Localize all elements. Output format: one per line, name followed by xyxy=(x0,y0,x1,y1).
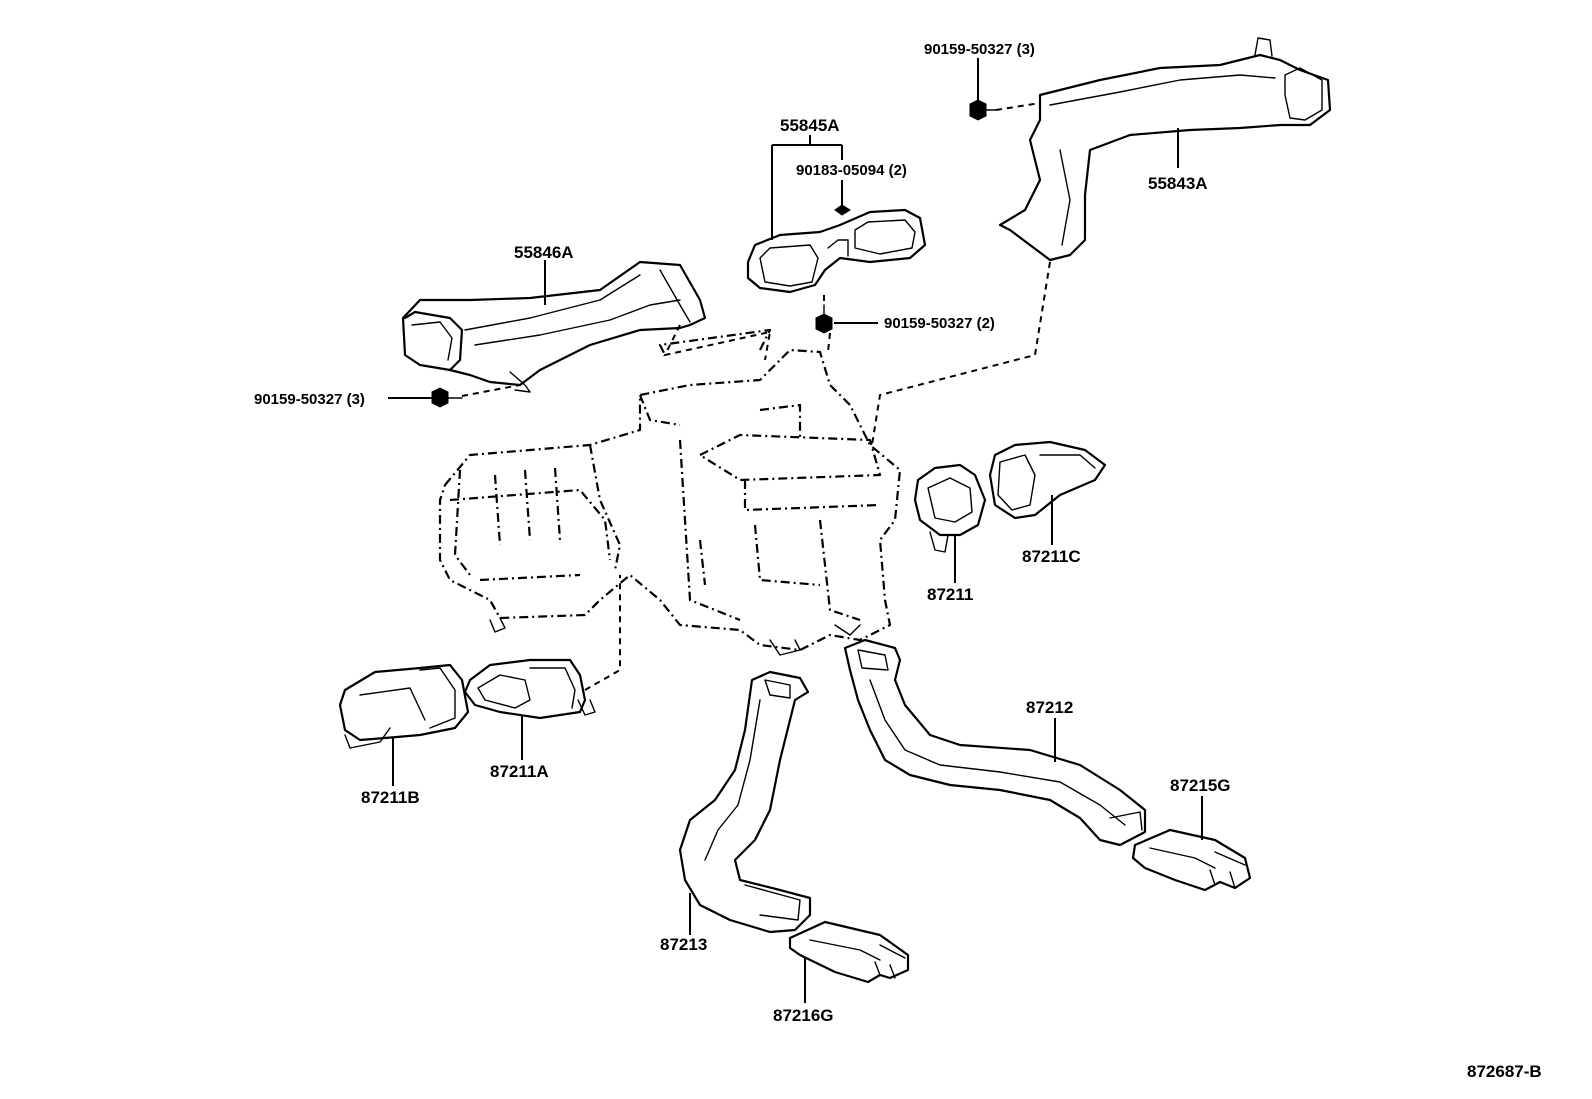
label-90159-50327-top: 90159-50327 (3) xyxy=(924,41,1035,58)
duct-87211A xyxy=(463,658,596,720)
duct-87211C xyxy=(988,440,1107,520)
label-87211C: 87211C xyxy=(1022,547,1081,566)
label-55843A: 55843A xyxy=(1148,174,1208,193)
assembly-lines xyxy=(461,102,1051,691)
diagram-id: 872687-B xyxy=(1467,1062,1542,1081)
register-87215G xyxy=(1131,828,1252,892)
label-87216G: 87216G xyxy=(773,1006,834,1025)
label-87211B: 87211B xyxy=(361,788,420,807)
label-87213: 87213 xyxy=(660,935,707,954)
leader-lines xyxy=(388,58,1203,1003)
duct-55843A xyxy=(998,37,1332,262)
vent-55845A xyxy=(746,204,927,294)
duct-87211 xyxy=(913,463,987,553)
label-87215G: 87215G xyxy=(1170,776,1231,795)
duct-87211B xyxy=(338,663,470,749)
label-87211A: 87211A xyxy=(490,762,549,781)
duct-87212 xyxy=(843,638,1147,847)
label-55846A: 55846A xyxy=(514,243,574,262)
label-90159-50327-left: 90159-50327 (3) xyxy=(254,391,365,408)
label-90159-50327-mid: 90159-50327 (2) xyxy=(884,315,995,332)
register-87216G xyxy=(788,920,910,984)
bolt-90159-top xyxy=(969,99,997,121)
bolt-90159-left xyxy=(431,387,463,408)
part-labels: 55845A 90183-05094 (2) 90159-50327 (3) 5… xyxy=(254,41,1542,1081)
label-87211: 87211 xyxy=(927,585,973,604)
duct-55846A xyxy=(401,260,707,393)
bolt-90159-mid xyxy=(815,304,833,334)
label-55845A: 55845A xyxy=(780,116,840,135)
label-90183-05094: 90183-05094 (2) xyxy=(796,162,907,179)
label-87212: 87212 xyxy=(1026,698,1073,717)
duct-87213 xyxy=(678,670,812,934)
heater-unit-assembly xyxy=(438,328,902,656)
